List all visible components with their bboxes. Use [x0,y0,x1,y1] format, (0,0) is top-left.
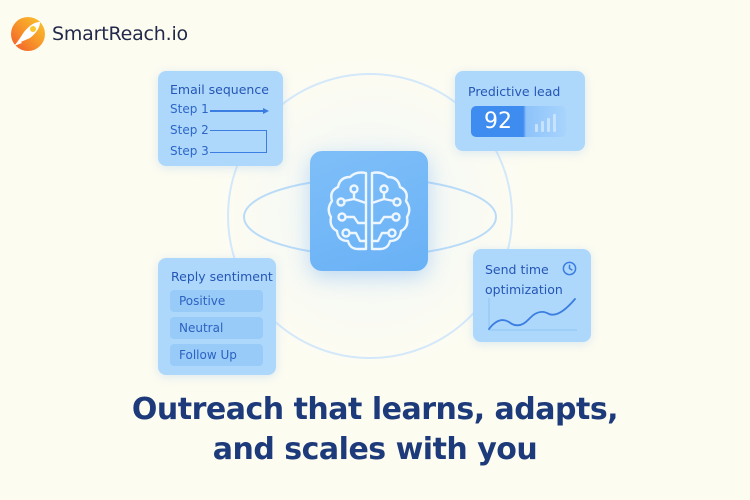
ai-brain-tile [310,151,428,271]
bar-chart-icon [533,112,561,132]
sentiment-chip-follow-up[interactable]: Follow Up [170,344,263,366]
send-time-title-line2: optimization [485,282,563,297]
send-time-card: Send time optimization [473,249,591,342]
sentiment-chip-neutral[interactable]: Neutral [170,317,263,339]
ai-brain-circuit-icon [327,171,411,251]
reply-sentiment-title: Reply sentiment [171,269,273,284]
email-sequence-title: Email sequence [170,82,269,97]
send-time-title-line1: Send time [485,262,549,277]
clock-icon [562,261,577,276]
step-1-label: Step 1 [170,102,209,116]
brand-name: SmartReach.io [52,23,188,45]
lead-score-value: 92 [484,109,512,134]
step-2-3-connector [210,130,267,153]
brand-logo: SmartReach.io [10,16,188,52]
email-sequence-card: Email sequence Step 1 Step 2 Step 3 [158,71,283,166]
headline-line-1: Outreach that learns, adapts, [131,392,619,427]
lead-score-box: 92 [471,106,566,137]
sentiment-chip-positive[interactable]: Positive [170,290,263,312]
predictive-lead-card: Predictive lead 92 [455,71,585,151]
predictive-lead-title: Predictive lead [468,84,561,99]
step-2-label: Step 2 [170,123,209,137]
step-1-connector [210,110,264,112]
arrow-right-icon [263,107,269,114]
send-time-trend-chart [488,298,577,331]
headline: Outreach that learns, adapts, and scales… [0,390,750,470]
headline-line-2: and scales with you [212,432,538,467]
reply-sentiment-card: Reply sentiment Positive Neutral Follow … [158,258,276,375]
rocket-logo-icon [11,17,45,51]
step-3-label: Step 3 [170,144,209,158]
